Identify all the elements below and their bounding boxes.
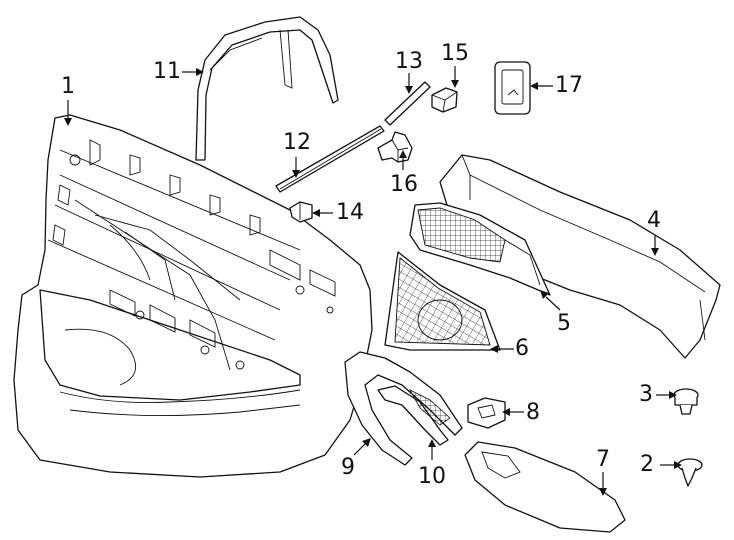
callout-3: 3	[639, 382, 653, 407]
push-pin-3	[673, 388, 699, 415]
callout-10: 10	[418, 464, 446, 489]
push-pin-2	[677, 458, 703, 487]
callout-4: 4	[647, 208, 661, 233]
speaker-grille-lower	[384, 251, 501, 351]
callout-6: 6	[515, 336, 529, 361]
callout-12: 12	[283, 130, 311, 155]
belt-weatherstrip	[275, 125, 385, 193]
window-channel	[195, 16, 339, 161]
callout-8: 8	[526, 400, 540, 425]
switch-bezel-7	[464, 441, 626, 533]
callout-11: 11	[153, 59, 181, 84]
bracket-16	[377, 131, 413, 163]
callout-17: 17	[555, 73, 583, 98]
speaker-grille-upper	[409, 202, 551, 296]
callout-14: 14	[336, 200, 364, 225]
trim-frame-9	[344, 351, 463, 466]
callout-5: 5	[557, 311, 571, 336]
callout-16: 16	[390, 172, 418, 197]
door-trim-panel	[13, 114, 373, 478]
clip-14	[289, 201, 313, 223]
leader-lines	[64, 66, 682, 496]
callout-1: 1	[61, 74, 75, 99]
callout-2: 2	[640, 452, 654, 477]
callout-9: 9	[341, 455, 355, 480]
callout-13: 13	[395, 49, 423, 74]
callout-15: 15	[441, 41, 469, 66]
window-switch-17	[494, 61, 531, 115]
callout-7: 7	[596, 447, 610, 472]
switch-8	[467, 397, 506, 429]
trim-insert-10	[377, 385, 451, 446]
molding-strip	[384, 81, 431, 126]
cap-15	[431, 87, 458, 113]
